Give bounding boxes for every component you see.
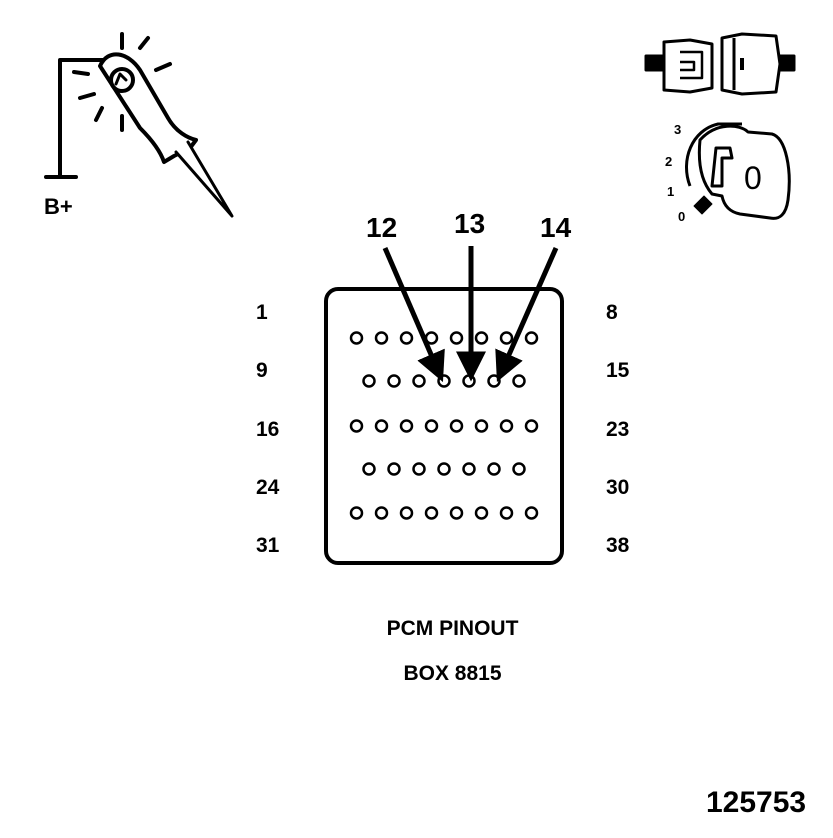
figure-id: 125753 [706,786,807,819]
pin-hole [524,331,539,345]
pin-hole [487,374,501,388]
test-light-icon [44,32,234,218]
pin-hole [462,374,476,388]
pin-hole [424,506,439,520]
pin-hole [499,506,514,520]
key-position-2: 2 [665,154,673,169]
pin-hole [387,374,401,388]
arrow-label-14: 14 [540,212,572,243]
pin-hole [399,419,414,433]
row-start-label: 16 [256,418,280,441]
caption-title: PCM PINOUT [386,617,519,640]
pin-hole [362,374,376,388]
pin-hole [349,419,364,433]
arrow-12 [382,247,445,383]
row-end-label: 23 [606,418,630,441]
supply-label: B+ [44,194,73,219]
pin-hole [512,462,526,476]
ignition-switch-icon [685,122,791,220]
pin-hole [349,331,364,345]
pin-hole [437,374,451,388]
pin-hole [449,506,464,520]
pin-hole [474,331,489,345]
connector-disconnect-icon [644,32,796,96]
pin-hole [362,462,376,476]
pin-hole [499,331,514,345]
pin-hole [399,331,414,345]
arrow-14 [495,246,559,383]
pin-hole [399,506,414,520]
pin-hole [424,419,439,433]
arrow-label-12: 12 [366,212,398,243]
row-start-label: 9 [256,359,268,382]
row-end-label: 15 [606,359,630,382]
pin-hole [374,506,389,520]
row-start-label: 24 [256,476,280,499]
pin-hole [524,506,539,520]
row-end-label: 8 [606,301,618,324]
key-position-0: 0 [678,209,686,224]
pin-hole [412,374,426,388]
pin-hole [524,419,539,433]
pin-hole [437,462,451,476]
pin-hole [499,419,514,433]
row-start-label: 1 [256,301,268,324]
arrow-label-13: 13 [454,208,486,239]
pin-hole [474,506,489,520]
pin-hole [449,331,464,345]
key-position-3: 3 [674,122,682,137]
row-end-label: 30 [606,476,630,499]
key-position-1: 1 [667,184,675,199]
row-end-label: 38 [606,534,630,557]
pin-hole [449,419,464,433]
pin-hole [387,462,401,476]
pin-hole [412,462,426,476]
caption-subtitle: BOX 8815 [403,662,502,685]
pin-hole [374,331,389,345]
pin-hole [374,419,389,433]
row-start-label: 31 [256,534,280,557]
pin-hole [487,462,501,476]
pin-hole [512,374,526,388]
pin-hole [462,462,476,476]
pin-hole [474,419,489,433]
key-symbol: 0 [744,160,762,196]
pin-hole [349,506,364,520]
